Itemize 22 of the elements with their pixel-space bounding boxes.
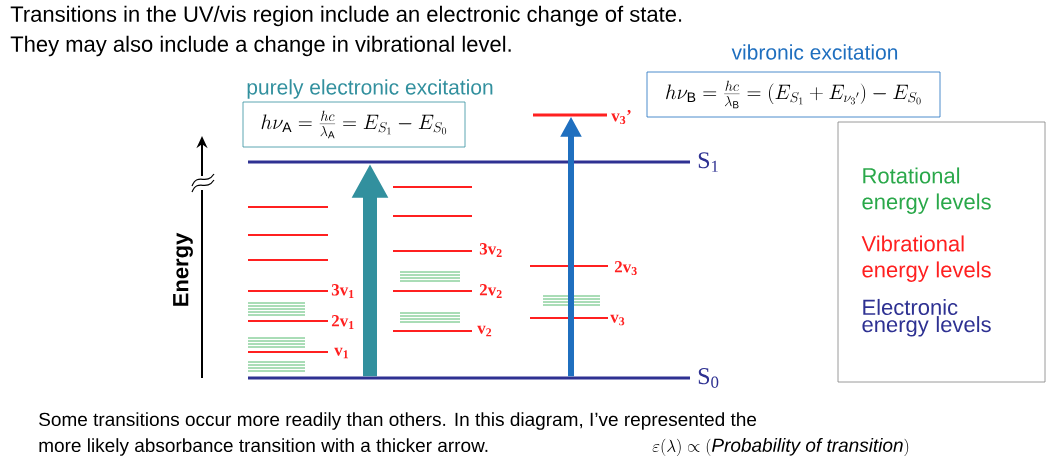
- text-line: They may also include a change in vibrational level.: [10, 35, 511, 57]
- heading: vibronic excitation: [731, 44, 898, 60]
- level-label: S$_{1}$: [698, 152, 718, 172]
- formula-box: $h\nu_{\mathrm{B}} = \frac{hc}{\lambda_{\mathrm{B}}} = \left(E_{S_1} + E_{\nu_3{}'}\right) - E_{S_0}$: [646, 71, 941, 118]
- axis-label: Energy: [173, 232, 193, 306]
- level-label: 3v$_{2}$: [479, 243, 502, 257]
- level-label: v$_{3}$: [610, 314, 625, 326]
- heading: purely electronic excitation: [247, 79, 493, 99]
- formula-box: $h\nu_{\mathrm{A}} = \frac{hc}{\lambda_{\mathrm{A}}} = E_{S_1} - E_{S_0}$: [242, 101, 466, 148]
- level-label: 2v$_{2}$: [479, 284, 502, 298]
- level-label: 2v$_{1}$: [331, 315, 354, 329]
- level-label: S$_{0}$: [698, 368, 719, 388]
- text-line: more likely absorbance transition with a thicker arrow.: [39, 438, 488, 456]
- level-label: 3v$_{1}$: [331, 284, 354, 298]
- level-label: v$_{1}$: [334, 347, 349, 359]
- level-label: 2v$_{3}$: [614, 261, 637, 275]
- legend-box: Rotational energy levels Vibrational energy levels Electronic energy levels: [837, 121, 1046, 383]
- level-label: v$_{3}$’: [611, 110, 631, 124]
- level-label: v$_{2}$: [477, 325, 492, 337]
- text-line: Some transitions occur more readily than others. In this diagram, I’ve represented the: [39, 412, 757, 430]
- text-line: Transitions in the UV/vis region include an electronic change of state.: [10, 5, 682, 27]
- formula: $\varepsilon(\lambda) \propto (\mathit{Probability\ of\ transition})$: [652, 437, 909, 457]
